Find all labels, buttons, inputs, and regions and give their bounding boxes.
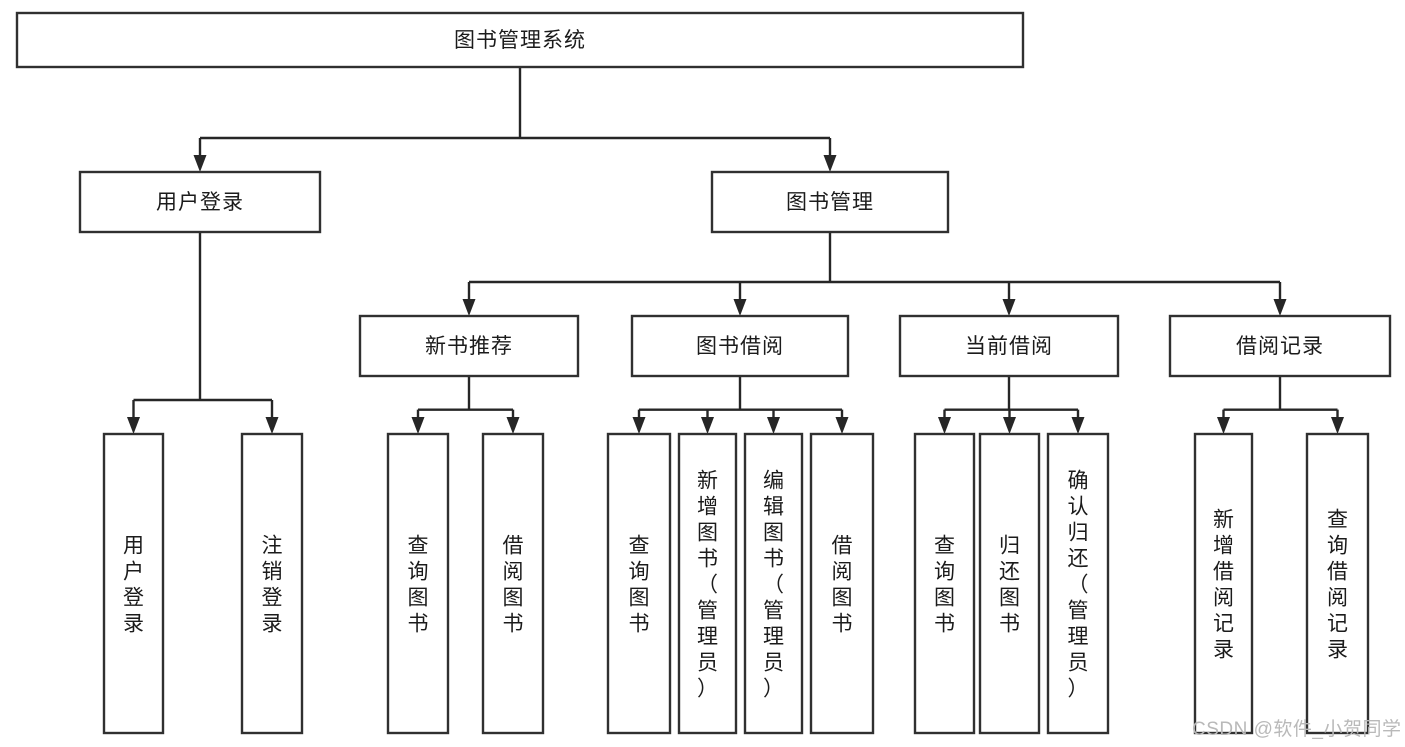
arrow-head-icon [835, 417, 849, 434]
node-root[interactable]: 图书管理系统 [15, 11, 1025, 69]
arrow-head-icon [193, 155, 207, 172]
node-box[interactable] [710, 170, 950, 234]
arrow-head-icon [1273, 299, 1287, 316]
arrow-head-icon [462, 299, 476, 316]
node-box[interactable] [240, 432, 304, 735]
arrow-head-icon [1331, 417, 1344, 434]
arrow-head-icon [1002, 299, 1016, 316]
watermark-label: CSDN @软件_小贺同学 [1192, 719, 1402, 740]
node-layer: 图书管理系统用户登录图书管理新书推荐图书借阅当前借阅借阅记录用户登录注销登录查询… [15, 11, 1392, 735]
node-l2_0[interactable]: 新书推荐 [358, 314, 580, 378]
node-box[interactable] [606, 432, 672, 735]
node-box[interactable] [386, 432, 450, 735]
node-label: 借阅记录 [1236, 335, 1324, 358]
node-box[interactable] [898, 314, 1120, 378]
node-l3_7[interactable]: 借阅图书 [809, 432, 875, 735]
node-l3_1[interactable]: 注销登录 [240, 432, 304, 735]
node-l1_0[interactable]: 用户登录 [78, 170, 322, 234]
node-label: 图书借阅 [696, 335, 784, 358]
node-box[interactable] [677, 432, 738, 735]
arrow-head-icon [127, 417, 140, 434]
node-l1_1[interactable]: 图书管理 [710, 170, 950, 234]
node-label: 借阅图书 [832, 535, 853, 636]
node-box[interactable] [809, 432, 875, 735]
node-box[interactable] [1193, 432, 1254, 735]
node-l3_10[interactable]: 确认归还（管理员） [1046, 432, 1110, 735]
node-label: 图书管理 [786, 191, 874, 214]
arrow-head-icon [411, 417, 425, 434]
node-label: 新书推荐 [425, 335, 513, 358]
arrow-head-icon [506, 417, 520, 434]
node-label: 查询图书 [629, 535, 650, 636]
node-l3_9[interactable]: 归还图书 [978, 432, 1041, 735]
node-l3_8[interactable]: 查询图书 [913, 432, 976, 735]
node-box[interactable] [630, 314, 850, 378]
node-label: 注销登录 [262, 535, 283, 636]
node-box[interactable] [743, 432, 804, 735]
node-box[interactable] [1305, 432, 1370, 735]
arrow-head-icon [767, 417, 780, 434]
node-l3_11[interactable]: 新增借阅记录 [1193, 432, 1254, 735]
node-l2_3[interactable]: 借阅记录 [1168, 314, 1392, 378]
node-label: 当前借阅 [965, 335, 1053, 358]
edge-layer [127, 67, 1344, 434]
arrow-head-icon [265, 417, 279, 434]
node-box[interactable] [15, 11, 1025, 69]
node-label: 编辑图书（管理员） [763, 470, 784, 701]
arrow-head-icon [701, 417, 714, 434]
arrow-head-icon [1217, 417, 1230, 434]
arrow-head-icon [938, 417, 951, 434]
node-l3_0[interactable]: 用户登录 [102, 432, 165, 735]
node-box[interactable] [481, 432, 545, 735]
node-box[interactable] [78, 170, 322, 234]
arrow-head-icon [1003, 417, 1016, 434]
node-label: 查询图书 [408, 535, 429, 636]
node-l3_12[interactable]: 查询借阅记录 [1305, 432, 1370, 735]
node-l3_2[interactable]: 查询图书 [386, 432, 450, 735]
node-label: 查询借阅记录 [1327, 509, 1348, 662]
node-label: 新增图书（管理员） [697, 470, 718, 701]
node-label: 查询图书 [934, 535, 955, 636]
node-label: 新增借阅记录 [1213, 509, 1234, 662]
arrow-head-icon [733, 299, 747, 316]
node-label: 归还图书 [999, 535, 1020, 636]
node-l3_3[interactable]: 借阅图书 [481, 432, 545, 735]
node-l3_4[interactable]: 查询图书 [606, 432, 672, 735]
node-l3_5[interactable]: 新增图书（管理员） [677, 432, 738, 735]
node-box[interactable] [102, 432, 165, 735]
node-box[interactable] [1046, 432, 1110, 735]
node-box[interactable] [978, 432, 1041, 735]
arrow-head-icon [632, 417, 646, 434]
node-box[interactable] [1168, 314, 1392, 378]
node-label: 借阅图书 [503, 535, 524, 636]
node-label: 用户登录 [156, 191, 244, 214]
node-box[interactable] [913, 432, 976, 735]
node-box[interactable] [358, 314, 580, 378]
node-l2_2[interactable]: 当前借阅 [898, 314, 1120, 378]
node-l3_6[interactable]: 编辑图书（管理员） [743, 432, 804, 735]
arrow-head-icon [823, 155, 837, 172]
node-label: 用户登录 [123, 535, 144, 636]
node-label: 确认归还（管理员） [1068, 470, 1089, 701]
arrow-head-icon [1071, 417, 1085, 434]
node-label: 图书管理系统 [454, 29, 586, 52]
node-l2_1[interactable]: 图书借阅 [630, 314, 850, 378]
